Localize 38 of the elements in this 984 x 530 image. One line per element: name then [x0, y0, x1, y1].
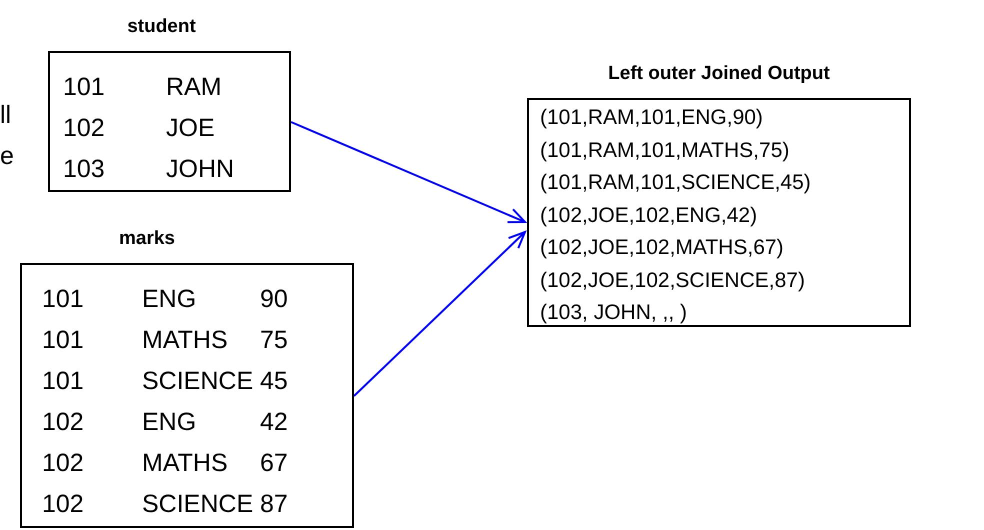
record-text: 102 — [42, 489, 84, 520]
record-text: MATHS — [142, 448, 228, 479]
partial-text: e — [0, 141, 14, 171]
record-text: 103 — [63, 154, 105, 185]
table-title: student — [127, 15, 196, 39]
record-text: 102 — [42, 407, 84, 438]
record-text: 102 — [63, 113, 105, 144]
record-text: (102,JOE,102,MATHS,67) — [540, 235, 784, 261]
record-text: (101,RAM,101,SCIENCE,45) — [540, 170, 811, 196]
record-text: JOHN — [166, 154, 234, 185]
record-text: JOE — [166, 113, 215, 144]
arrow — [353, 231, 526, 397]
record-text: 42 — [260, 407, 288, 438]
record-text: MATHS — [142, 325, 228, 356]
record-text: 101 — [63, 72, 105, 103]
record-text: 87 — [260, 489, 288, 520]
record-text: 45 — [260, 366, 288, 397]
record-text: (101,RAM,101,ENG,90) — [540, 105, 763, 131]
record-text: 75 — [260, 325, 288, 356]
record-text: (102,JOE,102,ENG,42) — [540, 202, 758, 228]
record-text: SCIENCE — [142, 489, 254, 520]
record-text: (103, JOHN, ,, ) — [540, 300, 688, 326]
record-text: 102 — [42, 448, 84, 479]
record-text: ENG — [142, 407, 196, 438]
record-text: 101 — [42, 284, 84, 315]
record-text: 101 — [42, 325, 84, 356]
record-text: (102,JOE,102,SCIENCE,87) — [540, 268, 805, 294]
record-text: SCIENCE — [142, 366, 254, 397]
record-text: ENG — [142, 284, 196, 315]
record-text: RAM — [166, 72, 222, 103]
table-title: Left outer Joined Output — [608, 62, 830, 86]
arrow — [290, 121, 526, 224]
record-text: 67 — [260, 448, 288, 479]
record-text: 90 — [260, 284, 288, 315]
table-title: marks — [119, 227, 175, 251]
record-text: 101 — [42, 366, 84, 397]
record-text: (101,RAM,101,MATHS,75) — [540, 138, 790, 164]
partial-text: ll — [0, 100, 12, 130]
